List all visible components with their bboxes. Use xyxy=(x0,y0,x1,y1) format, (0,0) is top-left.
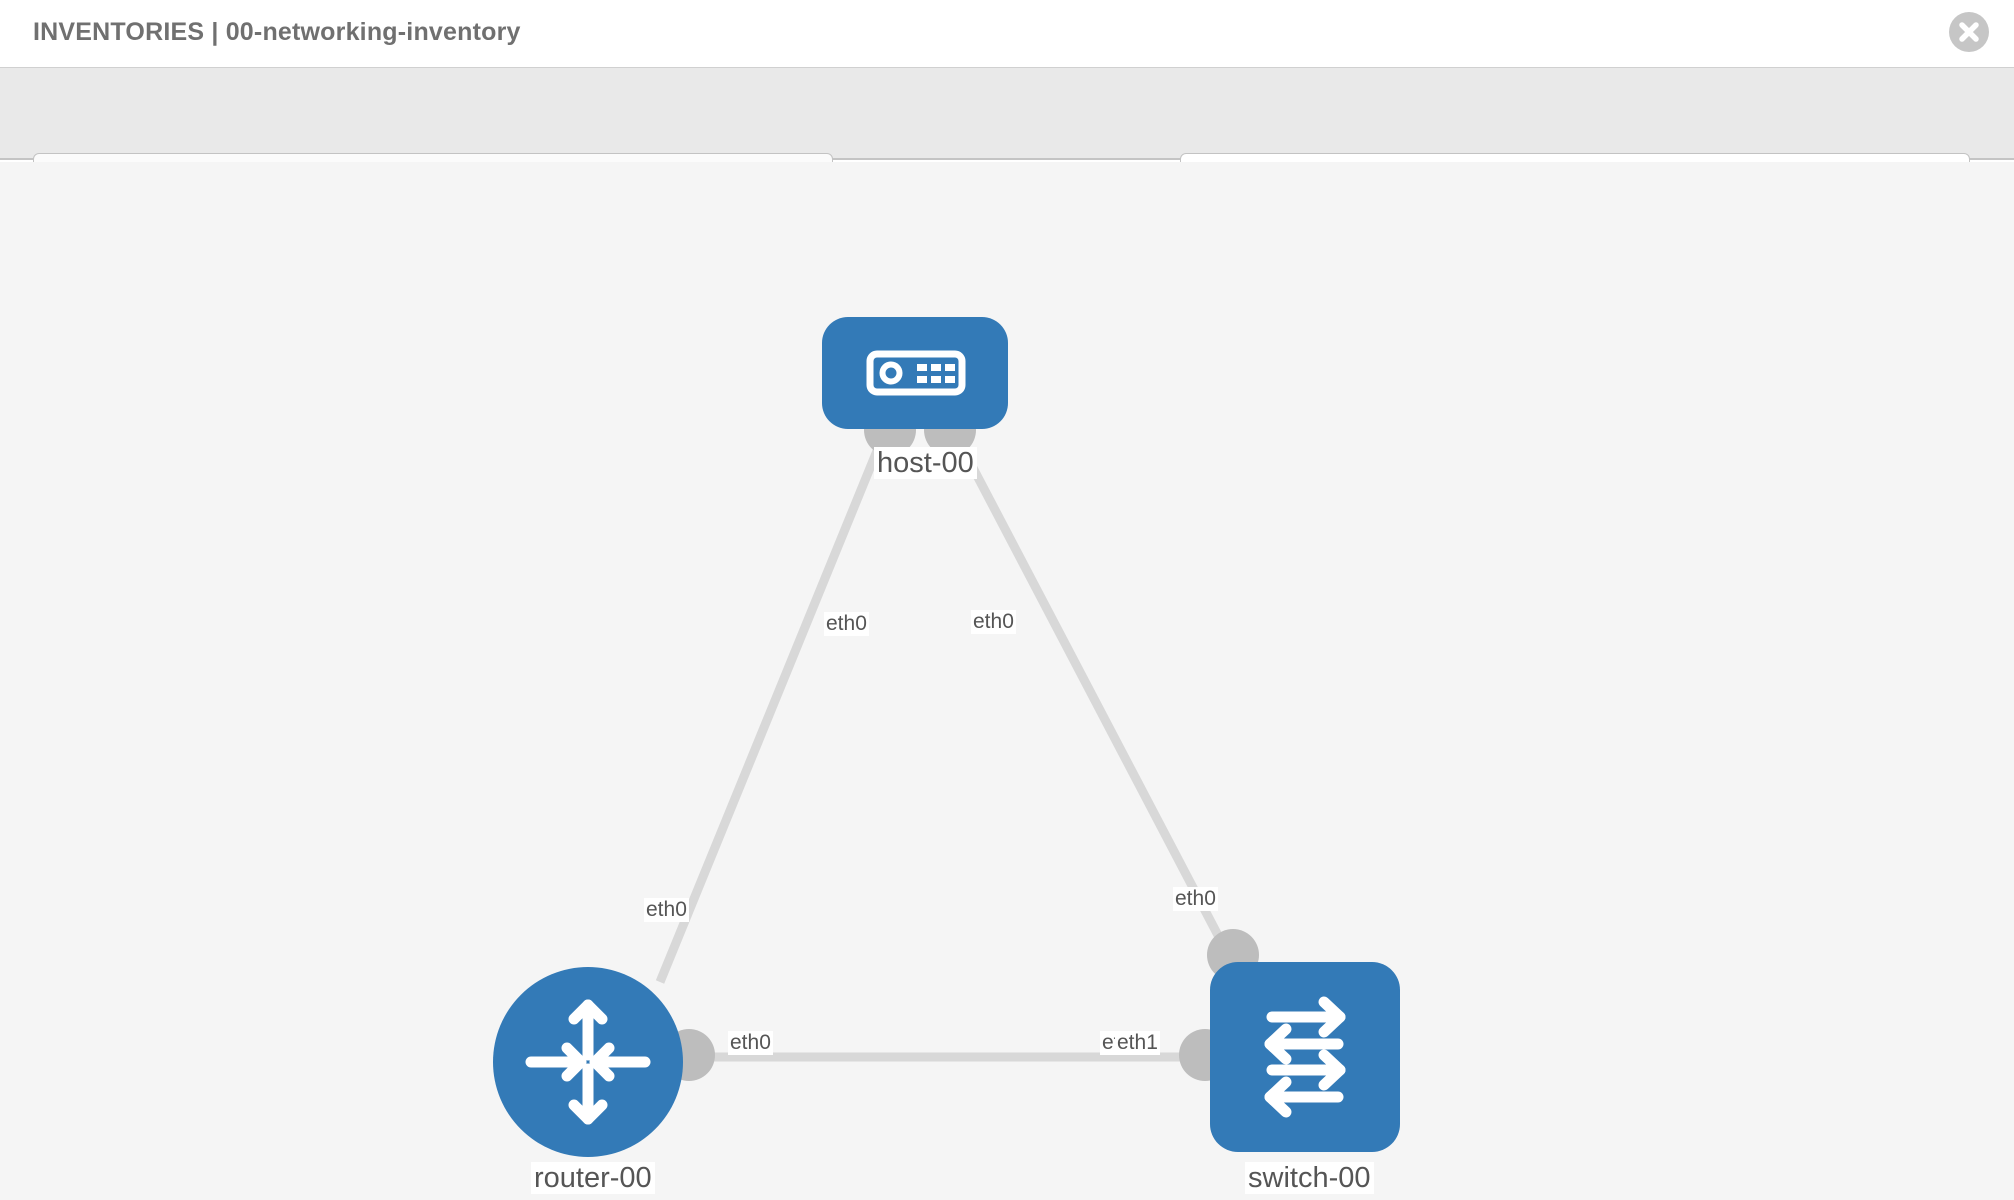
router-arrows-icon xyxy=(493,967,683,1157)
topology-canvas[interactable]: host-00 router-00 switch-00 eth0 eth0 et… xyxy=(0,162,2014,1200)
topology-node-router-00[interactable] xyxy=(493,967,683,1157)
switch-arrows-icon xyxy=(1210,962,1400,1152)
topology-node-switch-00[interactable] xyxy=(1210,962,1400,1152)
topology-node-host-00[interactable] xyxy=(822,317,1008,429)
toolbar: ACTIONS SEARCH xyxy=(0,68,2014,209)
node-label-router-00: router-00 xyxy=(531,1162,655,1195)
node-label-host-00: host-00 xyxy=(874,447,977,480)
link-host-switch xyxy=(946,421,1236,965)
page-title: INVENTORIES | 00-networking-inventory xyxy=(33,18,521,46)
port-label-router-uplink: eth0 xyxy=(644,898,689,923)
node-label-switch-00: switch-00 xyxy=(1245,1162,1374,1195)
port-label-switch-uplink: eth0 xyxy=(1173,887,1218,912)
port-label-router-right: eth0 xyxy=(728,1031,773,1056)
close-icon[interactable] xyxy=(1949,12,1989,52)
page-header: INVENTORIES | 00-networking-inventory xyxy=(0,0,2014,68)
port-label-host-left: eth0 xyxy=(824,612,869,637)
port-label-host-right: eth0 xyxy=(971,610,1016,635)
server-icon xyxy=(822,317,1008,429)
port-label-switch-left-b: eth1 xyxy=(1115,1031,1160,1056)
link-router-host xyxy=(655,422,893,984)
